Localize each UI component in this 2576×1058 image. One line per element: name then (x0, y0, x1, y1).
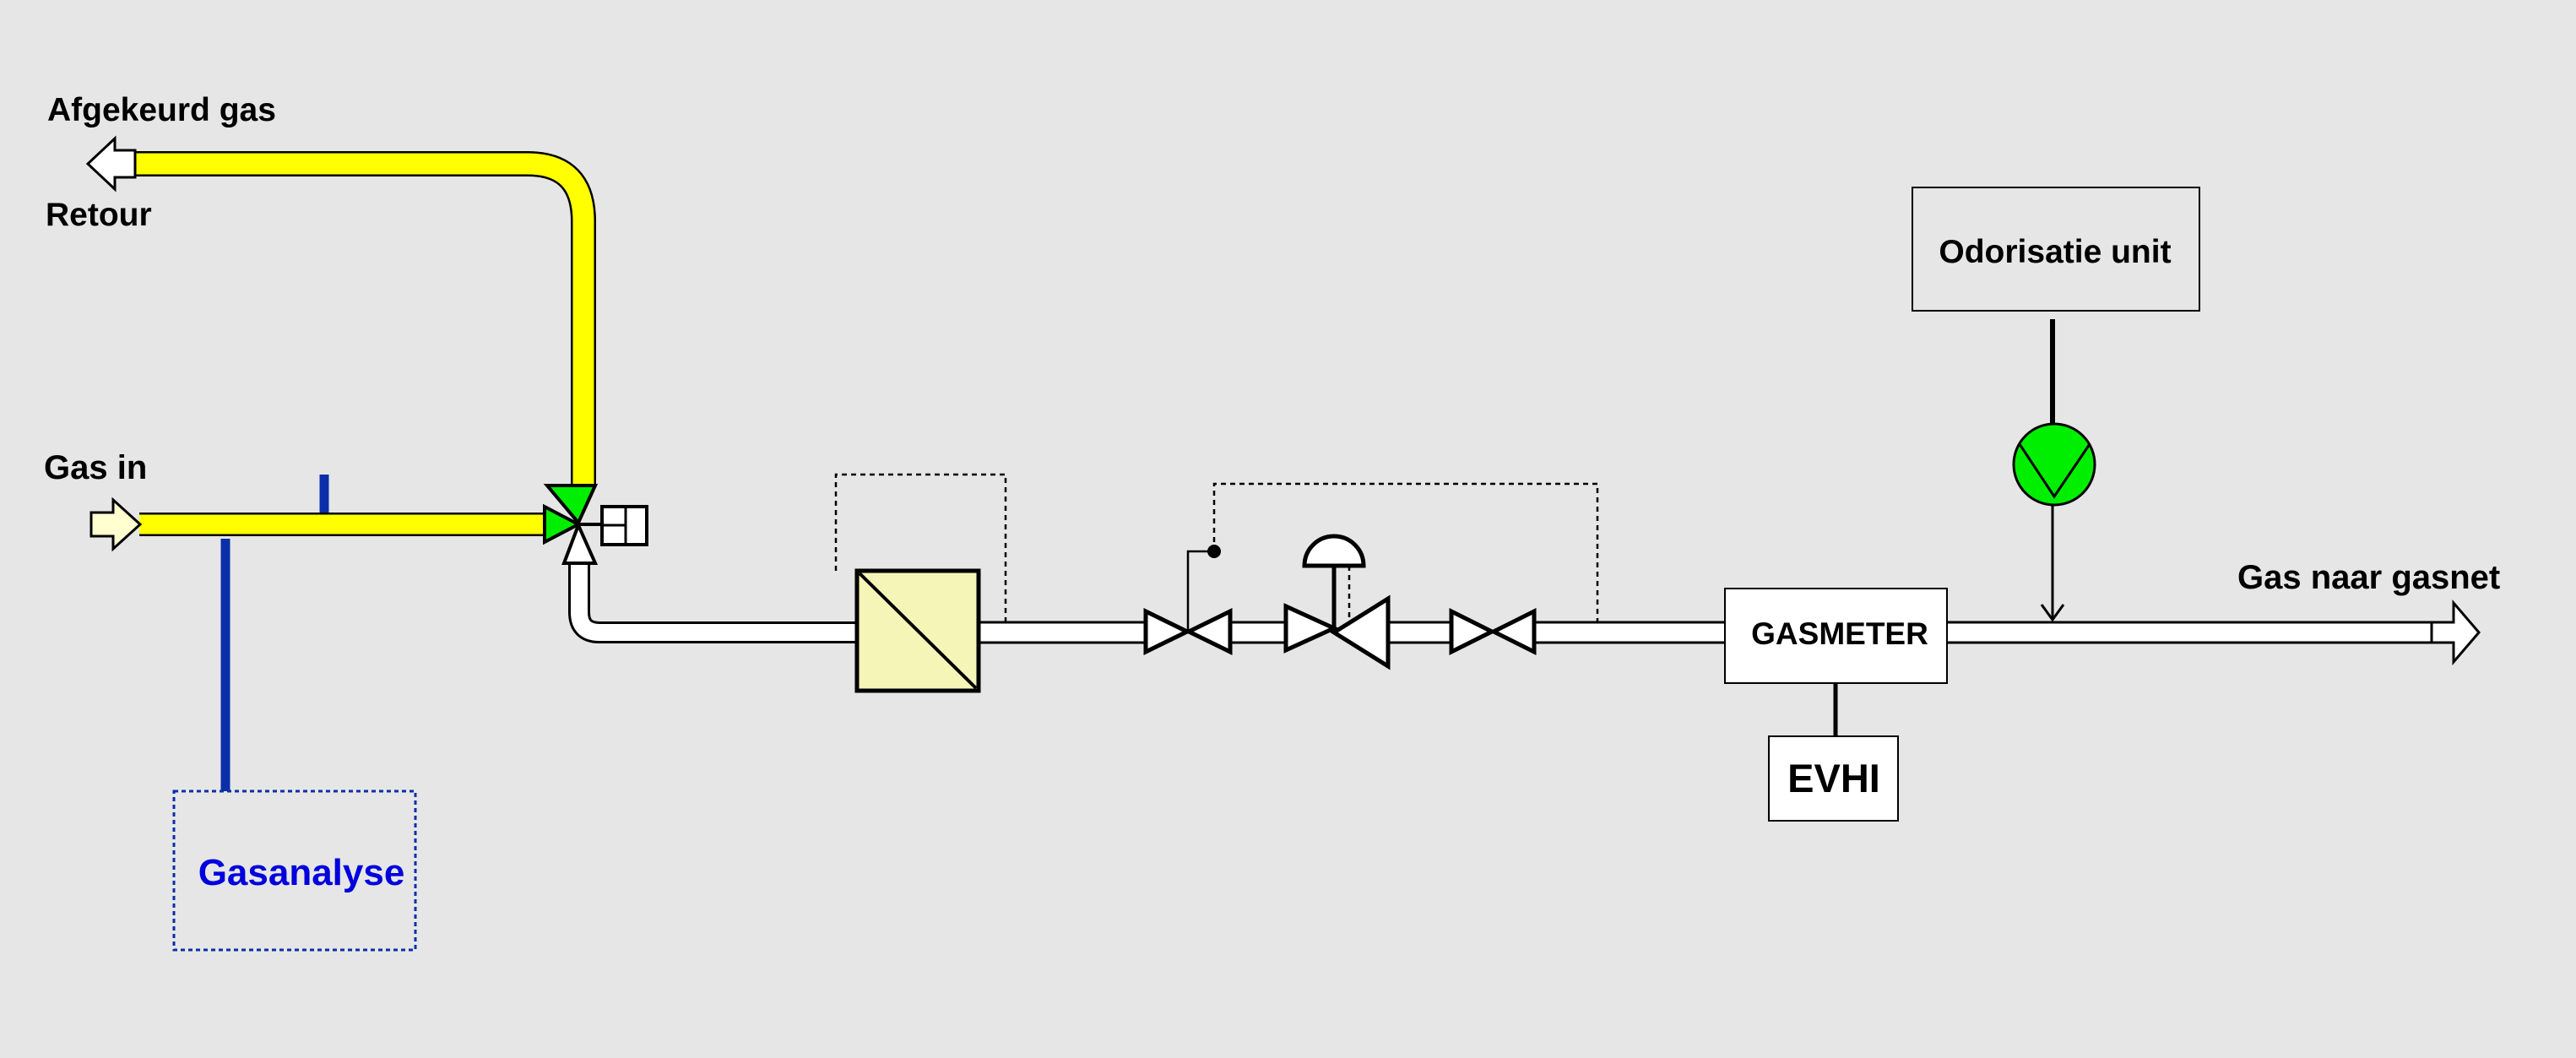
main-pipeline (568, 560, 2435, 644)
filter-icon[interactable] (834, 473, 1007, 693)
ball-valve-icon[interactable] (1143, 545, 1233, 656)
evhi-label: EVHI (1787, 756, 1880, 800)
gas-meter-label: GASMETER (1751, 616, 1928, 651)
grid-outlet-arrow (2430, 599, 2481, 666)
dosing-pump-icon[interactable] (2012, 422, 2096, 507)
sensing-line (1212, 482, 1599, 621)
odorisation-unit-box[interactable]: Odorisatie unit (1912, 187, 2200, 312)
evhi-box[interactable]: EVHI (1768, 735, 1899, 822)
gas-meter[interactable]: GASMETER (1724, 588, 1948, 684)
odorant-injection-arrow (2040, 505, 2065, 622)
gas-in-label: Gas in (44, 449, 147, 486)
three-way-valve-icon[interactable] (543, 484, 648, 565)
odorisation-unit-label: Odorisatie unit (1939, 234, 2171, 270)
ball-valve-icon[interactable] (1449, 607, 1537, 656)
gas-to-grid-label: Gas naar gasnet (2237, 559, 2500, 596)
rejected-gas-label: Afgekeurd gas (47, 92, 276, 128)
inlet-line (139, 513, 545, 536)
gas-inlet-arrow (89, 496, 143, 552)
pressure-regulator-icon[interactable] (1283, 534, 1391, 670)
return-line (135, 151, 596, 488)
return-label: Retour (46, 197, 152, 233)
gas-analysis-box[interactable]: Gasanalyse (172, 789, 417, 952)
return-outlet-arrow (85, 135, 137, 193)
gas-analysis-label: Gasanalyse (198, 852, 405, 893)
